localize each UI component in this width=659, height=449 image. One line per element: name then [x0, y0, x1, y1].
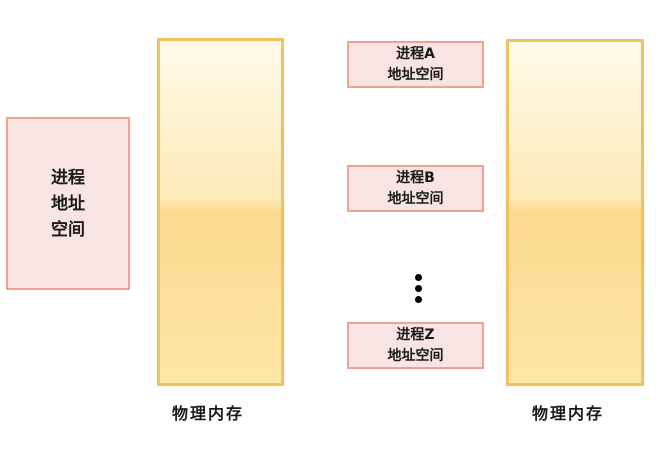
process-label-line-3: 空间 — [51, 219, 85, 240]
physical-memory-left — [157, 38, 284, 386]
process-z-name: 进程Z — [396, 326, 435, 343]
ellipsis-dot-2 — [415, 285, 422, 292]
process-z-subtitle: 地址空间 — [387, 347, 444, 364]
physical-memory-left-caption: 物理内存 — [172, 404, 245, 423]
process-z-box: 进程Z 地址空间 — [347, 322, 484, 369]
process-b-box: 进程B 地址空间 — [347, 165, 484, 212]
ellipsis-dot-1 — [415, 274, 422, 281]
process-address-space-box: 进程 地址 空间 — [6, 117, 130, 290]
process-b-name: 进程B — [396, 169, 435, 186]
physical-memory-right-caption: 物理内存 — [532, 404, 605, 423]
ellipsis-dot-3 — [415, 296, 422, 303]
process-a-box: 进程A 地址空间 — [347, 41, 484, 88]
process-b-subtitle: 地址空间 — [387, 190, 444, 207]
process-a-subtitle: 地址空间 — [387, 66, 444, 83]
physical-memory-right — [506, 39, 644, 386]
process-a-name: 进程A — [396, 45, 435, 62]
process-label-line-2: 地址 — [51, 193, 85, 214]
process-label-line-1: 进程 — [51, 167, 85, 188]
